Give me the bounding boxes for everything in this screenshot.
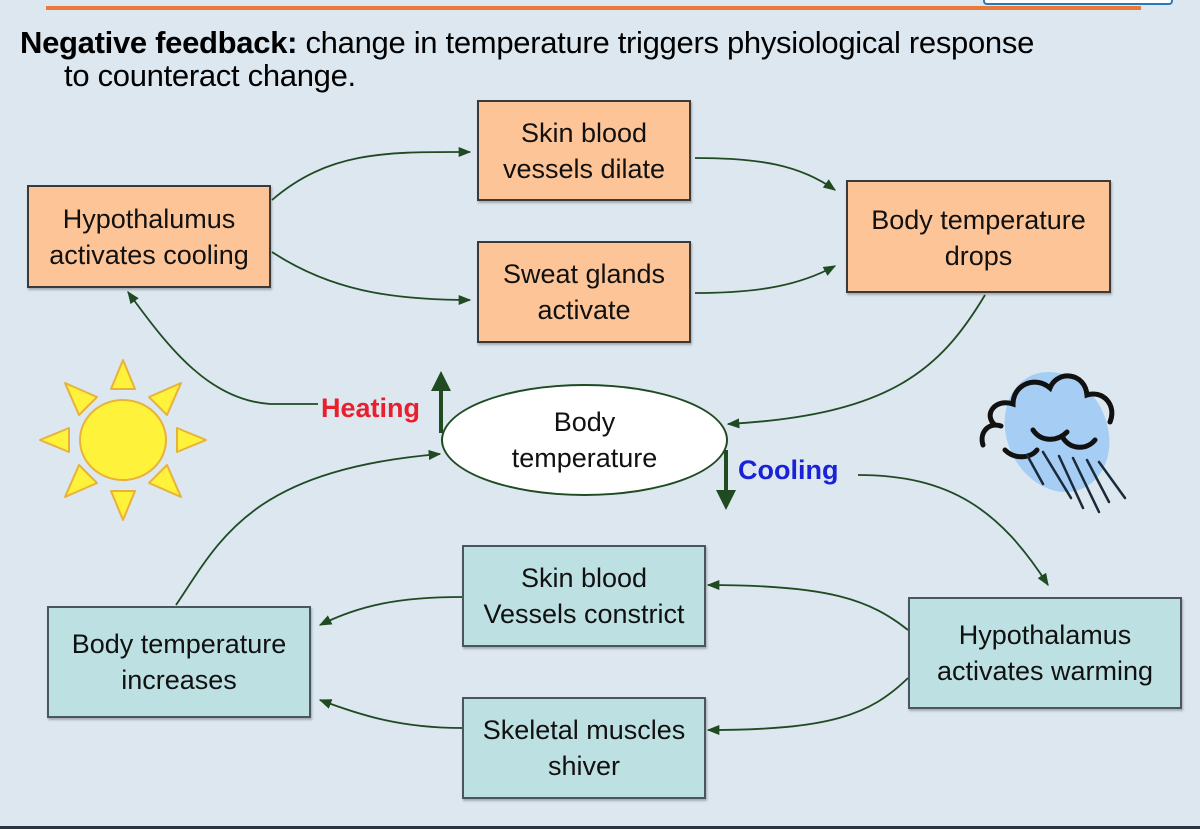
box-sweat-glands-activate: Sweat glands activate (477, 241, 691, 343)
arrow-increase-to-center (175, 449, 442, 606)
box-skin-vessels-dilate: Skin blood vessels dilate (477, 100, 691, 201)
arrow-warming-to-shiver (706, 677, 909, 736)
heading-lead: Negative feedback: (20, 25, 298, 60)
arrow-shiver-to-increase (318, 699, 463, 729)
sun-icon (39, 359, 207, 521)
slide-heading: Negative feedback: change in temperature… (20, 26, 1190, 92)
header-rule (46, 6, 1141, 10)
heading-line2: to counteract change. (64, 58, 356, 93)
arrow-cooling-to-dilate (271, 146, 472, 201)
box-skeletal-muscles-shiver: Skeletal muscles shiver (462, 697, 706, 799)
arrow-sweat-to-drop (694, 265, 837, 294)
heating-label: Heating (321, 393, 421, 423)
box-hypothalamus-cooling: Hypothalumus activates cooling (27, 185, 271, 288)
rain-cloud-icon (979, 371, 1127, 514)
body-temperature-oval: Body temperature (441, 384, 728, 496)
arrow-drop-to-center (726, 294, 986, 429)
arrow-warming-to-constrict (706, 579, 909, 631)
box-body-temp-increases: Body temperature increases (47, 606, 311, 718)
arrow-dilate-to-drop (694, 157, 837, 191)
arrow-constrict-to-increase (318, 596, 463, 626)
footer-rule (0, 826, 1200, 829)
box-hypothalamus-warming: Hypothalamus activates warming (908, 597, 1182, 709)
arrow-cooling-to-warming (857, 474, 1049, 587)
arrow-cooling-to-sweat (271, 251, 472, 306)
heading-line1: change in temperature triggers physiolog… (297, 25, 1035, 60)
cooling-label: Cooling (738, 455, 839, 485)
top-tab (983, 0, 1173, 5)
box-body-temp-drops: Body temperature drops (846, 180, 1111, 293)
box-skin-vessels-constrict: Skin blood Vessels constrict (462, 545, 706, 647)
arrow-heating-to-cooling (127, 290, 318, 405)
